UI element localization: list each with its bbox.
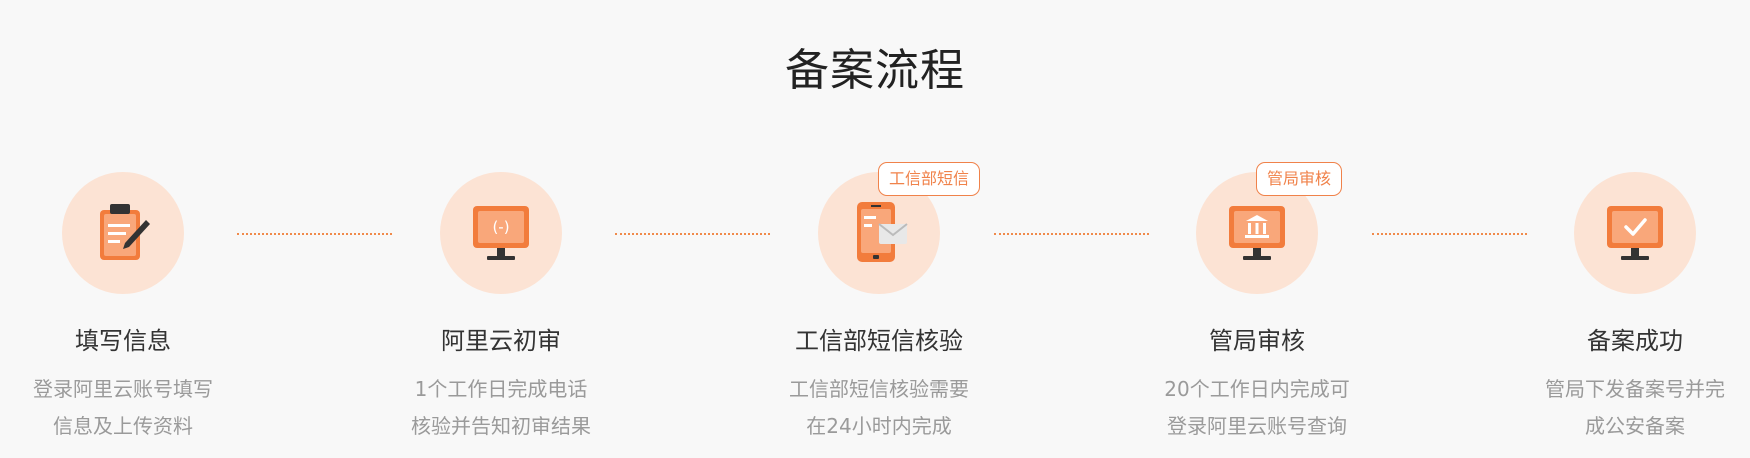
step-description: 登录阿里云账号填写 信息及上传资料 [33, 377, 213, 438]
step-description: 工信部短信核验需要 在24小时内完成 [789, 377, 969, 438]
step-connector [615, 233, 770, 235]
step-connector [994, 233, 1149, 235]
bureau-review-badge: 管局审核 [1256, 162, 1343, 196]
step-icon-circle [62, 172, 184, 294]
sms-badge: 工信部短信 [878, 162, 981, 196]
form-edit-icon [100, 204, 150, 260]
monitor-check-icon [1607, 206, 1663, 260]
step-title: 阿里云初审 [441, 327, 561, 355]
step-title: 工信部短信核验 [795, 327, 963, 355]
step-title: 填写信息 [75, 327, 171, 355]
step-success: 备案成功 管局下发备案号并完 成公安备案 [1530, 172, 1740, 445]
step-description: 1个工作日完成电话 核验并告知初审结果 [411, 377, 591, 438]
step-icon-circle: (-) [440, 172, 562, 294]
step-fill-info: 填写信息 登录阿里云账号填写 信息及上传资料 [18, 172, 228, 445]
page-title: 备案流程 [785, 45, 965, 96]
step-description: 20个工作日内完成可 登录阿里云账号查询 [1164, 377, 1350, 438]
monitor-code-icon: (-) [473, 206, 529, 260]
step-title: 管局审核 [1209, 327, 1305, 355]
step-connector [1372, 233, 1527, 235]
step-title: 备案成功 [1587, 327, 1683, 355]
step-bureau-review: 管局审核 20个工作日内完成可 登录阿里云账号查询 [1152, 172, 1362, 445]
svg-text:(-): (-) [492, 218, 509, 236]
step-connector [237, 233, 392, 235]
step-icon-circle [1574, 172, 1696, 294]
step-description: 管局下发备案号并完 成公安备案 [1545, 377, 1725, 438]
phone-message-icon [857, 202, 908, 262]
monitor-building-icon [1229, 206, 1285, 260]
step-sms-verify: 工信部短信核验 工信部短信核验需要 在24小时内完成 [774, 172, 984, 445]
step-aliyun-review: (-) 阿里云初审 1个工作日完成电话 核验并告知初审结果 [396, 172, 606, 445]
